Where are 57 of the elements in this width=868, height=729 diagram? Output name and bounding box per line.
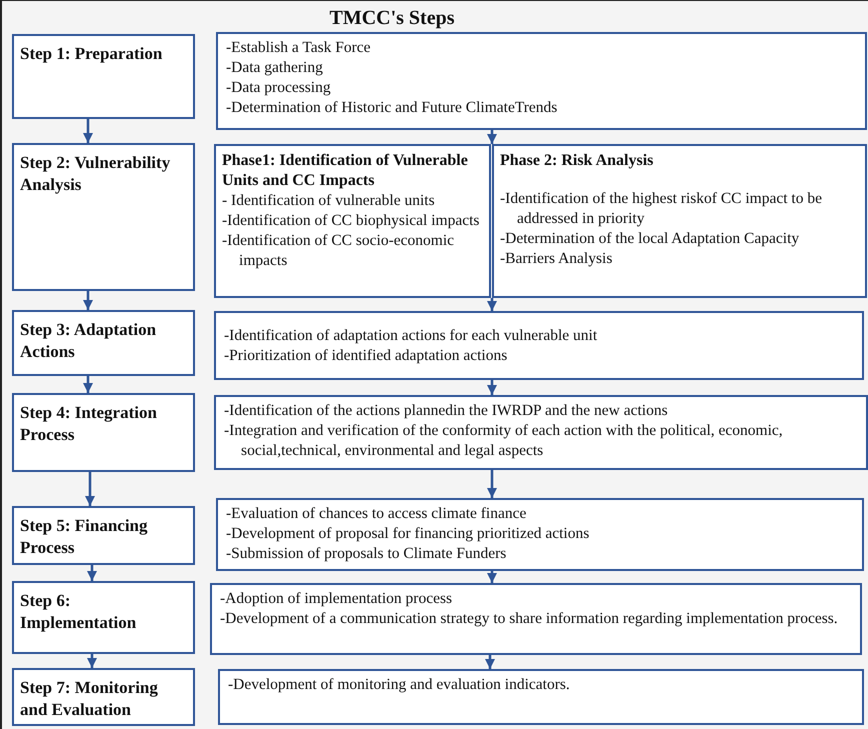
step-label: Step 2: Vulnerability Analysis [20,152,172,196]
step-box [12,310,195,376]
diagram-title: TMCC's Steps [328,7,456,30]
list-item: -Evaluation of chances to access climate finance [226,504,528,524]
arrow [487,130,497,144]
activity-box [214,395,868,470]
phase-heading: Phase1: Identification of Vulnerable Units and CC Impacts [222,151,469,191]
arrow [487,571,497,583]
arrow [83,376,93,393]
phase-heading: Phase 2: Risk Analysis [500,151,654,171]
list-item: -Identification of adaptation actions for each vulnerable unit [224,326,598,346]
phase-box [492,144,867,298]
arrow [83,119,93,143]
step-label: Step 1: Preparation [20,43,164,65]
activity-box [210,583,862,655]
arrow [487,470,497,498]
list-item: - Identification of vulnerable units [222,191,436,211]
list-item: -Integration and verification of the conformity of each action with the political, economic, social,technical, environmental and legal aspects [224,421,784,461]
list-item: -Data processing [226,78,332,98]
step-box [12,143,195,291]
list-item: -Submission of proposals to Climate Funders [226,544,508,564]
step-box [12,393,195,472]
step-label: Step 3: Adaptation Actions [20,319,158,363]
list-item: -Development of monitoring and evaluation indicators. [228,675,571,695]
list-item: -Identification of CC biophysical impacts [222,211,480,231]
arrow [83,291,93,310]
arrow [485,655,495,669]
list-item: -Identification of the highest riskof CC impact to be addressed in priority [500,189,823,229]
arrow [487,380,497,395]
arrow [85,472,95,506]
step-box [12,506,195,565]
phase-box [214,144,491,298]
list-item: -Determination of the local Adaptation Capacity [500,229,800,249]
activity-box [216,498,864,571]
list-item: -Barriers Analysis [500,249,614,269]
activity-box [216,32,867,130]
arrow [487,298,497,311]
step-box [12,581,195,654]
list-item: -Data gathering [226,58,324,78]
step-label: Step 5: Financing Process [20,515,149,559]
list-item: -Adoption of implementation process [220,589,454,609]
step-box [12,668,195,726]
arrow [87,654,97,668]
list-item: -Establish a Task Force [226,38,372,58]
list-item: -Development of proposal for financing prioritized actions [226,524,590,544]
arrow [87,565,97,581]
list-item: -Prioritization of identified adaptation actions [224,346,508,366]
list-item: -Identification of the actions plannedin the IWRDP and the new actions [224,401,669,421]
step-label: Step 4: Integration Process [20,402,158,446]
list-item: -Determination of Historic and Future ClimateTrends [226,98,558,118]
step-box [12,34,195,119]
list-item: -Identification of CC socio-economic impacts [222,231,456,271]
activity-box [218,669,864,725]
step-label: Step 7: Monitoring and Evaluation [20,677,159,721]
activity-box [214,311,864,380]
list-item: -Development of a communication strategy to share information regarding implementation process. [220,609,839,629]
step-label: Step 6: Implementation [20,590,138,634]
